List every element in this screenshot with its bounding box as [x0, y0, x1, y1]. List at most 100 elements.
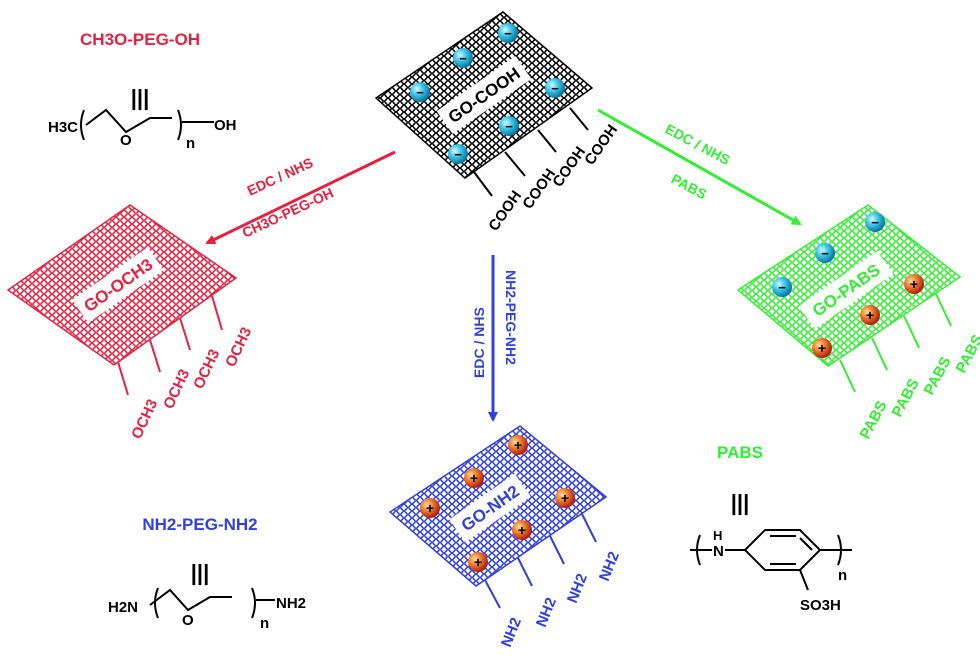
positive-charge: + — [555, 488, 575, 508]
nh2-group: NH2 — [276, 595, 306, 612]
svg-text:−: − — [871, 215, 879, 230]
svg-text:−: − — [551, 81, 559, 96]
bond — [517, 557, 533, 587]
reaction-arrow — [597, 108, 802, 226]
go-pabs-sheet: GO-PABS PABS PABS PABS PABS − − − + + + — [736, 204, 980, 442]
repeat-n: n — [186, 135, 195, 152]
positive-charge: + — [508, 435, 528, 455]
go-och3-sheet: GO-OCH3 OCH3 OCH3 OCH3 OCH3 — [6, 204, 255, 442]
go-nh2-sheet: GO-NH2 NH2 NH2 NH2 NH2 + + + + + + — [388, 425, 623, 649]
negative-charge: − — [410, 82, 430, 102]
pabs-group: PABS — [857, 398, 891, 442]
red-reaction-arrow: EDC / NHS CH3O-PEG-OH — [205, 150, 396, 245]
svg-text:−: − — [504, 26, 512, 41]
repeat-n: n — [838, 567, 847, 584]
amine-h: H — [713, 528, 722, 543]
bond — [799, 569, 809, 591]
blue-arrow-reagent-2: NH2-PEG-NH2 — [503, 270, 519, 365]
positive-charge: + — [420, 498, 440, 518]
nh2-group: NH2 — [533, 595, 560, 629]
negative-charge: − — [815, 243, 835, 263]
go-cooh-sheet: GO-COOH COOH COOH COOH COOH − − − − − − — [374, 11, 621, 234]
bracket-left — [154, 587, 159, 619]
positive-charge: + — [468, 552, 488, 572]
nh2-peg-nh2-title: NH2-PEG-NH2 — [142, 515, 257, 534]
positive-charge: + — [812, 338, 832, 358]
bond — [537, 129, 557, 153]
oh-group: OH — [214, 117, 237, 134]
label-backing — [449, 473, 531, 543]
amine-n: N — [713, 543, 724, 560]
repeat-n: n — [260, 615, 269, 632]
svg-text:−: − — [821, 246, 829, 261]
positive-charge: + — [860, 305, 880, 325]
och3-group: OCH3 — [160, 367, 193, 412]
positive-charge: + — [464, 468, 484, 488]
legend-pabs: PABS ||| N H n SO3H — [690, 443, 852, 614]
green-arrow-reagent-1: EDC / NHS — [663, 121, 733, 168]
peg-chain — [85, 108, 172, 134]
bond — [799, 537, 813, 551]
ether-oxygen: O — [120, 132, 132, 149]
bond — [581, 513, 597, 543]
bond — [903, 315, 920, 349]
svg-text:−: − — [416, 85, 424, 100]
svg-text:+: + — [910, 276, 918, 292]
negative-charge: − — [865, 212, 885, 232]
label-backing — [72, 247, 164, 323]
pabs-group: PABS — [921, 354, 955, 398]
nh2-group: NH2 — [498, 615, 525, 649]
bond — [211, 295, 223, 331]
ether-oxygen: O — [182, 612, 194, 629]
ch3o-peg-oh-title: CH3O-PEG-OH — [80, 30, 200, 49]
och3-group: OCH3 — [222, 325, 255, 370]
pabs-group: PABS — [953, 332, 980, 376]
svg-text:+: + — [518, 522, 526, 538]
svg-text:+: + — [474, 554, 482, 570]
equivalence-symbol: ||| — [131, 85, 149, 110]
svg-text:+: + — [866, 307, 874, 323]
bond — [504, 151, 526, 177]
bond — [149, 339, 161, 373]
nh2-group: NH2 — [596, 549, 623, 583]
pabs-title: PABS — [717, 443, 763, 462]
bond — [871, 337, 888, 371]
svg-text:+: + — [470, 470, 478, 486]
label-backing — [436, 56, 532, 134]
label-backing — [798, 251, 894, 329]
negative-charge: − — [453, 48, 473, 68]
blue-arrow-reagent-1: EDC / NHS — [471, 307, 487, 378]
svg-text:−: − — [505, 119, 513, 134]
bond — [549, 535, 565, 565]
bracket-left — [80, 109, 85, 141]
blue-reaction-arrow: EDC / NHS NH2-PEG-NH2 — [471, 255, 519, 422]
equivalence-symbol: ||| — [191, 560, 209, 585]
equivalence-symbol: ||| — [731, 490, 749, 515]
bond — [484, 579, 501, 609]
och3-group: OCH3 — [190, 347, 223, 392]
bond — [569, 107, 589, 131]
bracket-right — [177, 109, 182, 141]
negative-charge: − — [545, 78, 565, 98]
positive-charge: + — [512, 520, 532, 540]
negative-charge: − — [448, 144, 468, 164]
so3h-group: SO3H — [800, 597, 841, 614]
bond — [839, 359, 856, 393]
svg-text:−: − — [778, 280, 786, 295]
peg-chain — [149, 588, 232, 612]
svg-text:+: + — [426, 500, 434, 516]
svg-text:+: + — [514, 437, 522, 453]
nh2-group: NH2 — [564, 571, 591, 605]
legend-ch3o-peg-oh: CH3O-PEG-OH ||| H3C O n OH — [48, 30, 237, 152]
green-reaction-arrow: EDC / NHS PABS — [597, 108, 802, 226]
bracket-right — [251, 587, 256, 619]
och3-group: OCH3 — [128, 397, 161, 442]
bond — [473, 171, 493, 197]
pabs-group: PABS — [889, 376, 923, 420]
cooh-group: COOH — [519, 166, 559, 213]
bond — [179, 317, 191, 351]
reaction-arrow — [205, 150, 396, 245]
green-arrow-reagent-2: PABS — [669, 171, 710, 203]
svg-text:+: + — [561, 490, 569, 506]
